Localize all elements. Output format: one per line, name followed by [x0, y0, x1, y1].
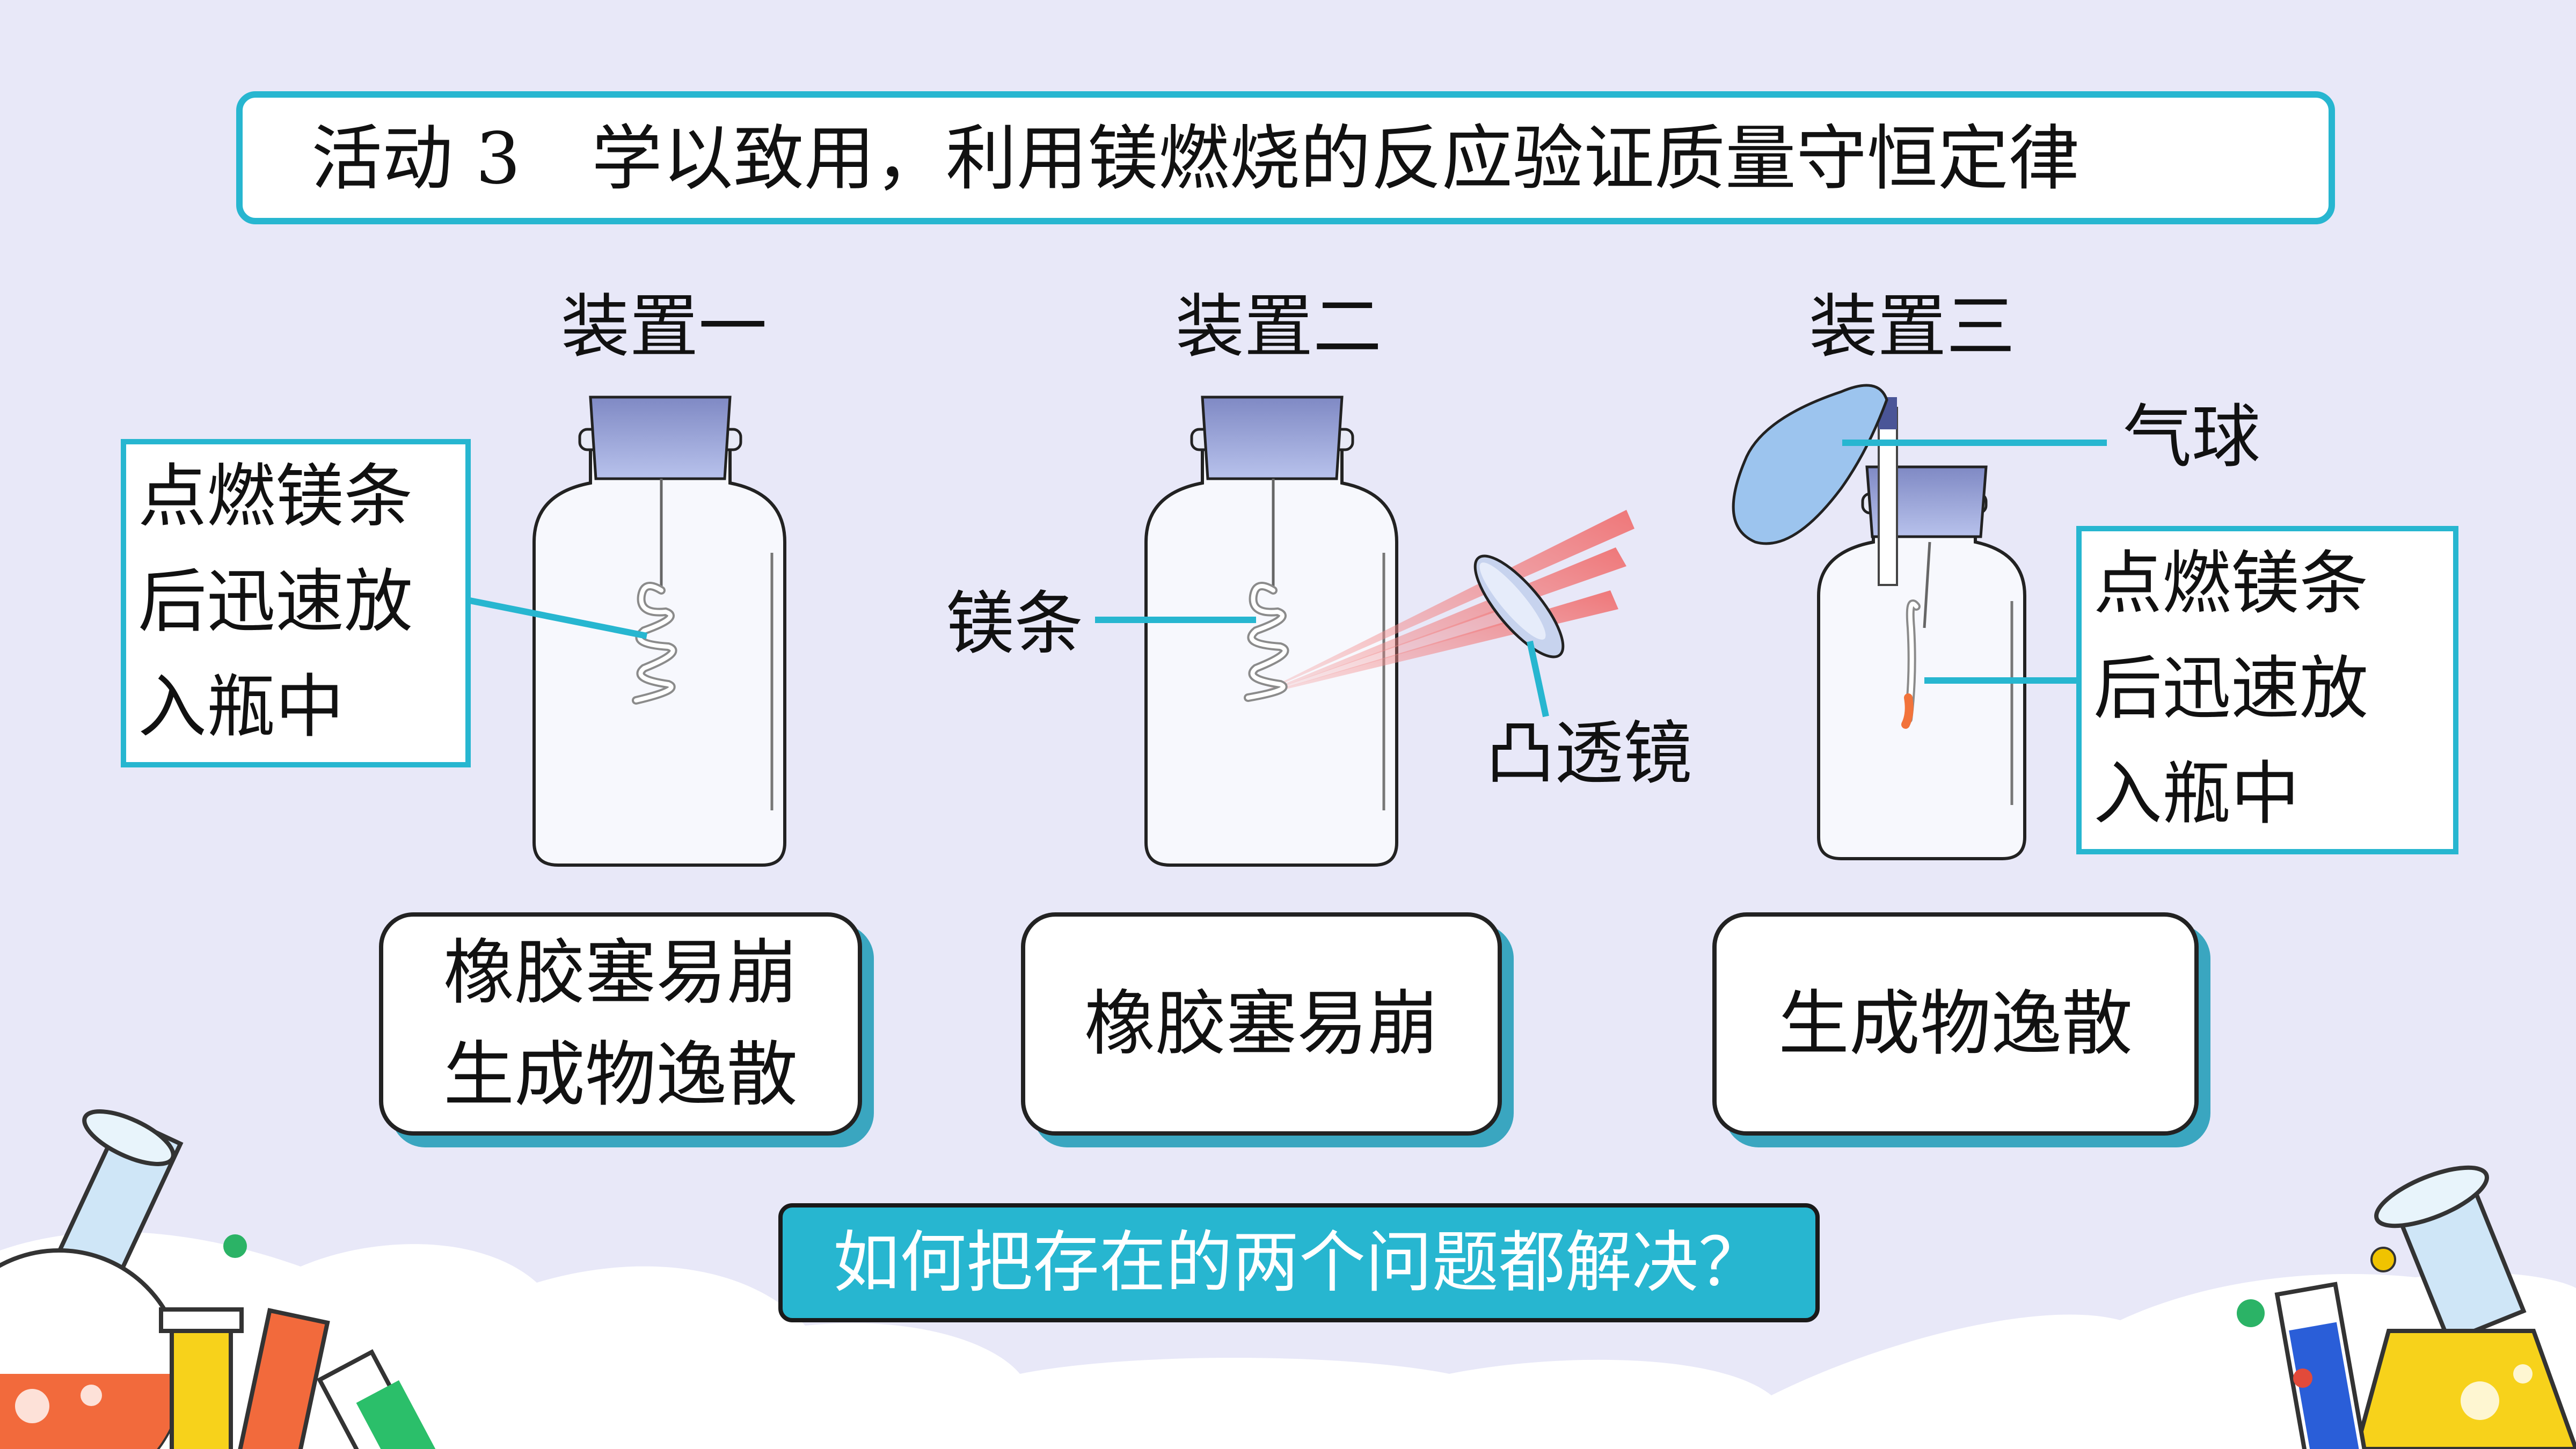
note-line: 入瓶中 [138, 667, 345, 747]
result-line: 橡胶塞易崩 [443, 932, 798, 1014]
bottle-icon [532, 444, 786, 867]
magnesium-callout: 镁条 [946, 584, 1084, 664]
dot-decoration [2293, 1368, 2312, 1388]
device-3-note: 点燃镁条 后迅速放 入瓶中 [2076, 526, 2458, 854]
stopper-icon [578, 396, 742, 480]
card-body: 生成物逸散 [1712, 912, 2199, 1136]
balloon-icon [1732, 384, 1888, 545]
bottle-icon [1817, 481, 2026, 860]
note-line: 入瓶中 [2093, 754, 2300, 834]
question-banner[interactable]: 如何把存在的两个问题都解决？ [778, 1203, 1820, 1322]
lens-callout: 凸透镜 [1486, 714, 1692, 794]
device-3-label: 装置三 [1809, 287, 2016, 367]
magnesium-strip-icon [632, 479, 677, 705]
flask-icon [0, 1109, 185, 1449]
result-line: 生成物逸散 [443, 1034, 798, 1116]
device-1-note: 点燃镁条 后迅速放 入瓶中 [121, 439, 471, 767]
magnesium-strip-icon [1244, 479, 1289, 702]
result-line: 橡胶塞易崩 [1084, 983, 1439, 1065]
cloud-decoration [0, 1232, 2576, 1449]
flask-icon [2354, 1165, 2576, 1449]
connector-line [466, 597, 648, 639]
dot-decoration [2370, 1247, 2396, 1272]
device-2-label: 装置二 [1176, 287, 1382, 367]
card-body: 橡胶塞易崩 生成物逸散 [379, 912, 862, 1136]
dot-decoration [2237, 1299, 2265, 1327]
page-title: 活动 3 学以致用，利用镁燃烧的反应验证质量守恒定律 [311, 118, 2079, 200]
device-1-label: 装置一 [561, 287, 768, 367]
note-line: 后迅速放 [138, 562, 413, 642]
connector-line [1527, 640, 1549, 718]
note-line: 后迅速放 [2093, 649, 2369, 729]
result-card-1: 橡胶塞易崩 生成物逸散 [379, 912, 874, 1147]
lens-icon [1473, 554, 1565, 658]
note-line: 点燃镁条 [138, 457, 413, 537]
result-card-2: 橡胶塞易崩 [1021, 912, 1514, 1147]
note-line: 点燃镁条 [2093, 544, 2369, 624]
result-line: 生成物逸散 [1778, 983, 2133, 1065]
title-box [236, 91, 2335, 224]
stopper-icon [1190, 396, 1354, 480]
balloon-callout: 气球 [2123, 397, 2261, 477]
result-card-3: 生成物逸散 [1712, 912, 2210, 1147]
test-tube-icon [2274, 1282, 2369, 1449]
test-tube-icon [159, 1307, 441, 1449]
card-body: 橡胶塞易崩 [1021, 912, 1502, 1136]
magnesium-strip-icon [1901, 541, 1931, 729]
bottle-icon [1144, 444, 1398, 867]
glass-tube-icon [1878, 397, 1898, 586]
dot-decoration [223, 1234, 247, 1258]
